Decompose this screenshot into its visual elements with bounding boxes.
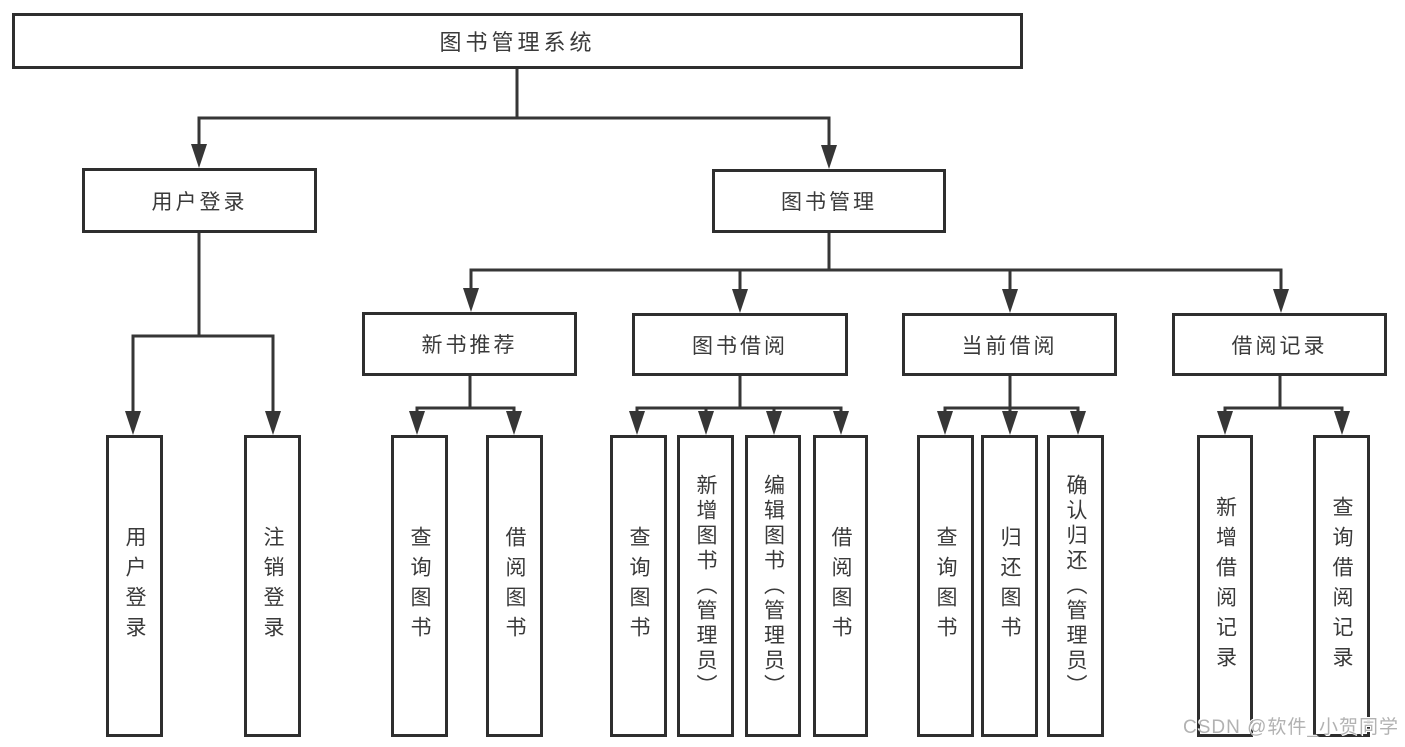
leaf-query-borrow-record-label: 查询借阅记录 xyxy=(1330,496,1353,676)
node-book-borrowing: 图书借阅 xyxy=(632,313,848,376)
leaf-recommend-query-books: 查询图书 xyxy=(391,435,448,737)
arrowheads xyxy=(125,144,1350,435)
leaf-edit-books-admin-label: 编辑图书（管理员） xyxy=(761,473,785,699)
leaf-borrowing-borrow-books: 借阅图书 xyxy=(813,435,868,737)
leaf-add-borrow-record-label: 新增借阅记录 xyxy=(1213,496,1237,676)
leaf-confirm-return-admin-label: 确认归还（管理员） xyxy=(1064,473,1087,699)
leaf-return-books-label: 归还图书 xyxy=(998,526,1021,646)
node-current-borrowing: 当前借阅 xyxy=(902,313,1117,376)
leaf-current-query-books-label: 查询图书 xyxy=(934,526,957,646)
node-user-login: 用户登录 xyxy=(82,168,317,233)
leaf-borrowing-query-books: 查询图书 xyxy=(610,435,667,737)
node-library-management-system: 图书管理系统 xyxy=(12,13,1023,69)
node-book-management: 图书管理 xyxy=(712,169,946,233)
leaf-recommend-query-books-label: 查询图书 xyxy=(408,526,431,646)
leaf-recommend-borrow-books: 借阅图书 xyxy=(486,435,543,737)
leaf-user-login: 用户登录 xyxy=(106,435,163,737)
leaf-query-borrow-record: 查询借阅记录 xyxy=(1313,435,1370,737)
leaf-add-books-admin: 新增图书（管理员） xyxy=(677,435,734,737)
leaf-borrowing-query-books-label: 查询图书 xyxy=(627,526,650,646)
leaf-user-login-label: 用户登录 xyxy=(123,526,146,646)
leaf-return-books: 归还图书 xyxy=(981,435,1038,737)
leaf-confirm-return-admin: 确认归还（管理员） xyxy=(1047,435,1104,737)
leaf-current-query-books: 查询图书 xyxy=(917,435,974,737)
leaf-recommend-borrow-books-label: 借阅图书 xyxy=(503,526,526,646)
node-new-book-recommend: 新书推荐 xyxy=(362,312,577,376)
leaf-add-borrow-record: 新增借阅记录 xyxy=(1197,435,1253,737)
leaf-logout-label: 注销登录 xyxy=(261,526,284,646)
csdn-watermark: CSDN @软件_小贺同学 xyxy=(1183,717,1399,738)
leaf-edit-books-admin: 编辑图书（管理员） xyxy=(745,435,801,737)
leaf-logout: 注销登录 xyxy=(244,435,301,737)
node-borrowing-records: 借阅记录 xyxy=(1172,313,1387,376)
leaf-borrowing-borrow-books-label: 借阅图书 xyxy=(829,526,852,646)
leaf-add-books-admin-label: 新增图书（管理员） xyxy=(694,473,717,699)
